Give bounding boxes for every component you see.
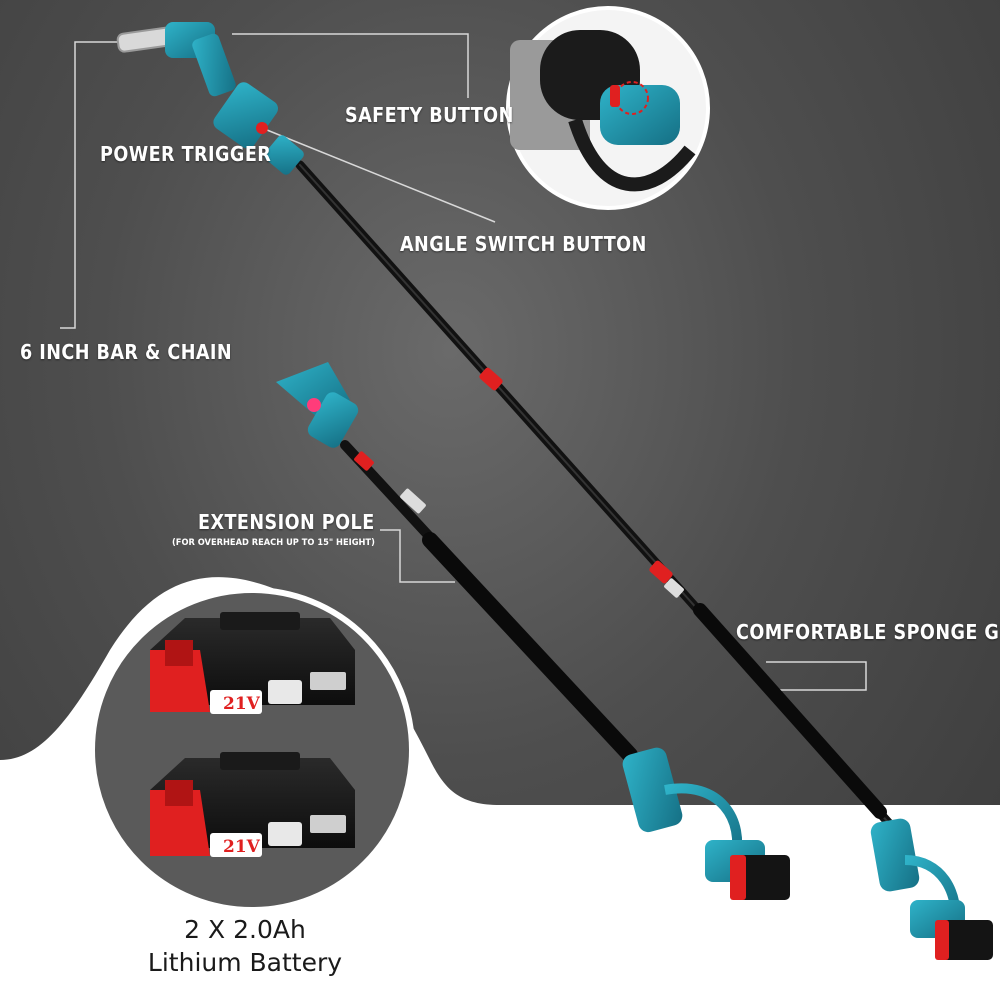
leader-lines — [60, 33, 867, 691]
short-pole-saw — [276, 362, 790, 900]
battery-voltage-label-2: 21V — [223, 837, 261, 857]
sponge-grip-label: COMFORTABLE SPONGE GRIP — [736, 620, 1000, 644]
bar-chain-label: 6 INCH BAR & CHAIN — [20, 340, 233, 364]
battery-inset: 21V 21V — [89, 587, 415, 913]
safety-button-label: SAFETY BUTTON — [345, 103, 514, 127]
battery-voltage-label-1: 21V — [223, 694, 261, 714]
long-pole-saw — [116, 22, 993, 960]
battery-caption-line2: Lithium Battery — [147, 948, 343, 977]
battery-pack-1 — [150, 612, 355, 714]
battery-caption-line1: 2 X 2.0Ah — [184, 915, 306, 944]
angle-switch-button-label: ANGLE SWITCH BUTTON — [400, 232, 647, 256]
extension-pole-note: (FOR OVERHEAD REACH UP TO 15" HEIGHT) — [172, 538, 375, 548]
safety-button-inset — [506, 6, 710, 210]
power-trigger-label: POWER TRIGGER — [100, 142, 272, 166]
extension-pole-label: EXTENSION POLE — [198, 510, 375, 534]
battery-pack-2 — [150, 752, 355, 857]
